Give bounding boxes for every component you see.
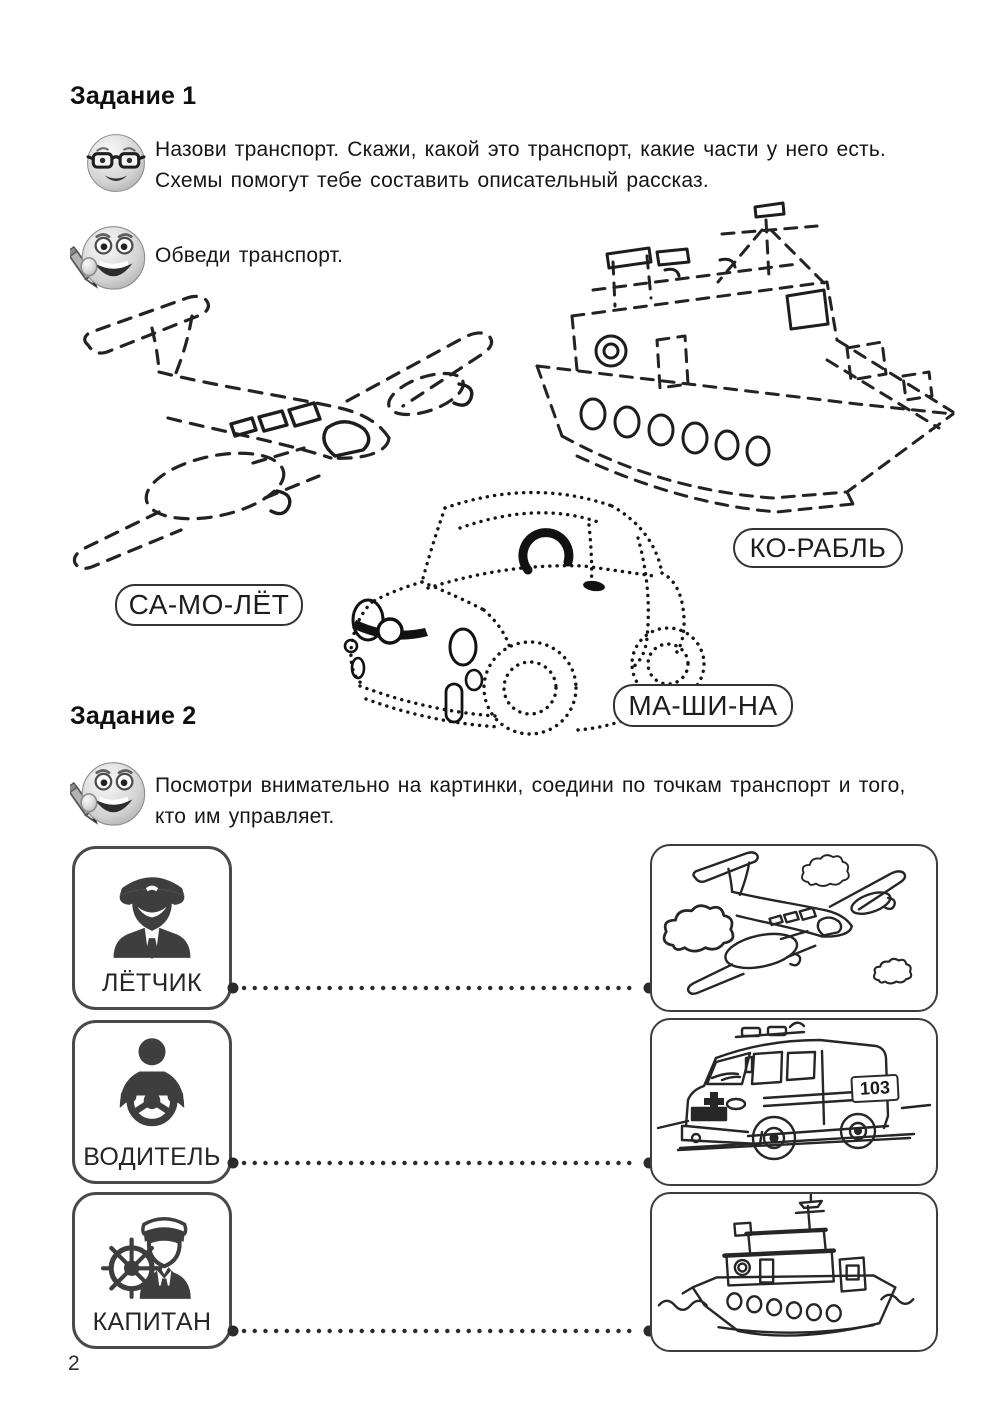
pilot-icon (113, 877, 191, 959)
profession-label-captain: КАПИТАН (92, 1308, 212, 1336)
smiley-glasses-icon (86, 134, 146, 192)
task1-speak-instruction-line1: Назови транспорт. Скажи, какой это транс… (155, 138, 887, 161)
traceable-car-drawing[interactable] (332, 468, 714, 748)
profession-box-driver[interactable]: ВОДИТЕЛЬ (72, 1020, 232, 1184)
traceable-airplane-drawing[interactable] (55, 288, 520, 593)
task2-instruction-line2: кто им управляет. (155, 805, 335, 828)
match-line-pilot[interactable] (226, 978, 656, 998)
task1-speak-instruction: Назови транспорт. Скажи, какой это транс… (155, 134, 955, 196)
task1-heading: Задание 1 (70, 82, 197, 110)
task1-trace-instruction: Обведи транспорт. (155, 244, 344, 267)
task2-heading: Задание 2 (70, 702, 197, 730)
traceable-ship-drawing[interactable] (515, 198, 965, 543)
task2-instruction: Посмотри внимательно на картинки, соедин… (155, 770, 985, 832)
match-line-captain[interactable] (226, 1321, 656, 1341)
label-car: МА-ШИ-НА (613, 684, 793, 727)
picture-box-ambulance[interactable]: 103 (650, 1018, 938, 1186)
profession-box-pilot[interactable]: ЛЁТЧИК (72, 846, 232, 1010)
profession-box-captain[interactable]: КАПИТАН (72, 1192, 232, 1349)
smiley-pencil-icon (70, 226, 146, 290)
airplane-picture (662, 851, 913, 995)
match-line-driver[interactable] (226, 1153, 656, 1173)
captain-icon (101, 1217, 191, 1299)
label-plane: СА-МО-ЛЁТ (115, 584, 303, 626)
task2-instruction-line1: Посмотри внимательно на картинки, соедин… (155, 774, 906, 797)
task1-speak-instruction-line2: Схемы помогут тебе составить описательны… (155, 169, 709, 192)
driver-icon (119, 1038, 185, 1127)
page-number: 2 (68, 1352, 80, 1375)
profession-label-driver: ВОДИТЕЛЬ (83, 1143, 221, 1171)
smiley-pencil-icon-2 (70, 762, 146, 826)
profession-label-pilot: ЛЁТЧИК (102, 969, 202, 997)
ambulance-number: 103 (850, 1073, 900, 1104)
picture-box-ship[interactable] (650, 1192, 938, 1352)
label-ship: КО-РАБЛЬ (733, 528, 903, 568)
ambulance-picture (656, 1021, 932, 1161)
picture-box-airplane[interactable] (650, 844, 938, 1012)
ship-picture (657, 1194, 915, 1337)
